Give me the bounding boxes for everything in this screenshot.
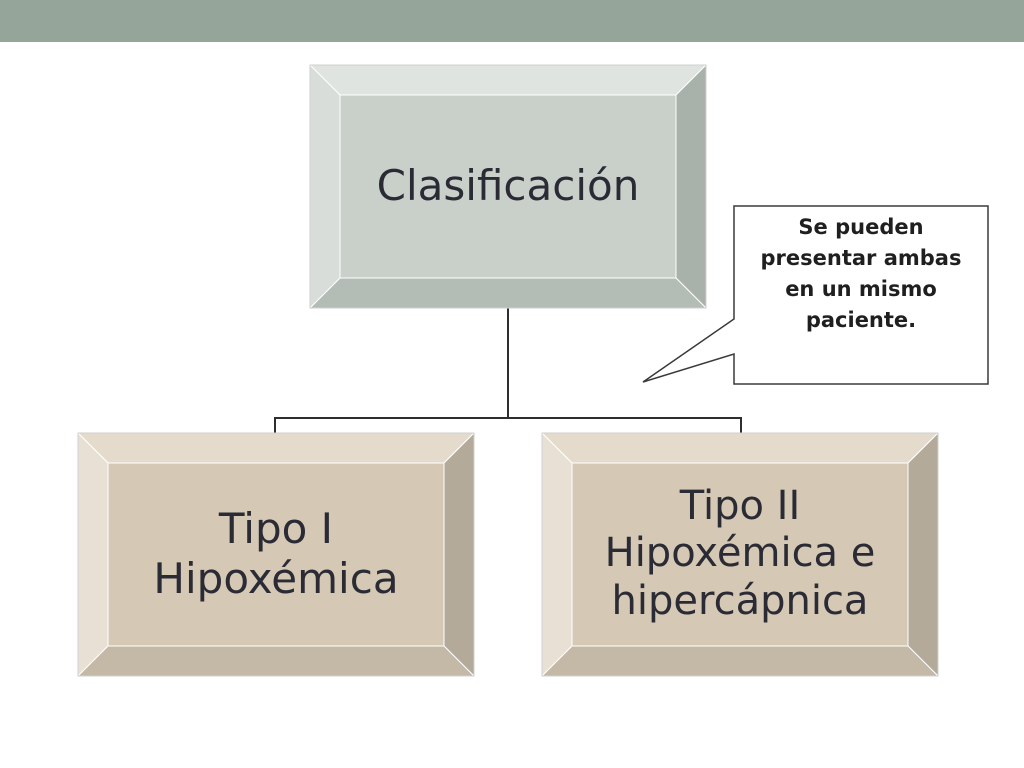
child-node-label-2: Tipo II Hipoxémica e hipercápnica <box>572 463 908 645</box>
bevel-left <box>309 63 341 310</box>
child-2-line-2: Hipoxémica e <box>604 530 876 577</box>
bevel-left <box>541 431 573 678</box>
bevel-face <box>107 462 445 647</box>
child-2-line-3: hipercápnica <box>611 577 869 624</box>
top-node-box <box>308 63 708 310</box>
header-bar <box>0 0 1024 42</box>
bevel-top <box>308 64 708 96</box>
bevel-right <box>675 63 707 310</box>
child-1-line-1: Tipo I <box>218 504 334 554</box>
child-1-line-2: Hipoxémica <box>153 554 399 603</box>
callout-text: Se pueden presentar ambas en un mismo pa… <box>738 212 984 336</box>
bevel-outline <box>541 432 939 677</box>
bevel-outline <box>309 64 707 309</box>
callout-line-1: Se pueden <box>798 215 924 239</box>
bevel-right <box>443 431 475 678</box>
bevel-face <box>571 462 909 647</box>
bevel-face <box>339 94 677 279</box>
callout-line-4: paciente. <box>805 308 917 332</box>
callout-line-3: en un mismo <box>785 277 937 301</box>
bevel-right <box>907 431 939 678</box>
bevel-outline <box>77 432 475 677</box>
child-2-line-1: Tipo II <box>679 483 801 530</box>
child-node-box-1 <box>76 431 476 678</box>
top-node-label: Clasificación <box>340 95 676 277</box>
child-node-label-1: Tipo I Hipoxémica <box>108 463 444 645</box>
callout-line-2: presentar ambas <box>760 246 962 270</box>
child-node-box-2 <box>540 431 940 678</box>
top-node-text: Clasificación <box>376 161 640 211</box>
bevel-bottom <box>540 645 940 677</box>
bevel-top <box>540 432 940 464</box>
callout-bubble <box>642 205 989 385</box>
bevel-top <box>76 432 476 464</box>
bevel-bottom <box>308 277 708 309</box>
bevel-bottom <box>76 645 476 677</box>
bevel-left <box>77 431 109 678</box>
connector-lines <box>274 308 742 433</box>
